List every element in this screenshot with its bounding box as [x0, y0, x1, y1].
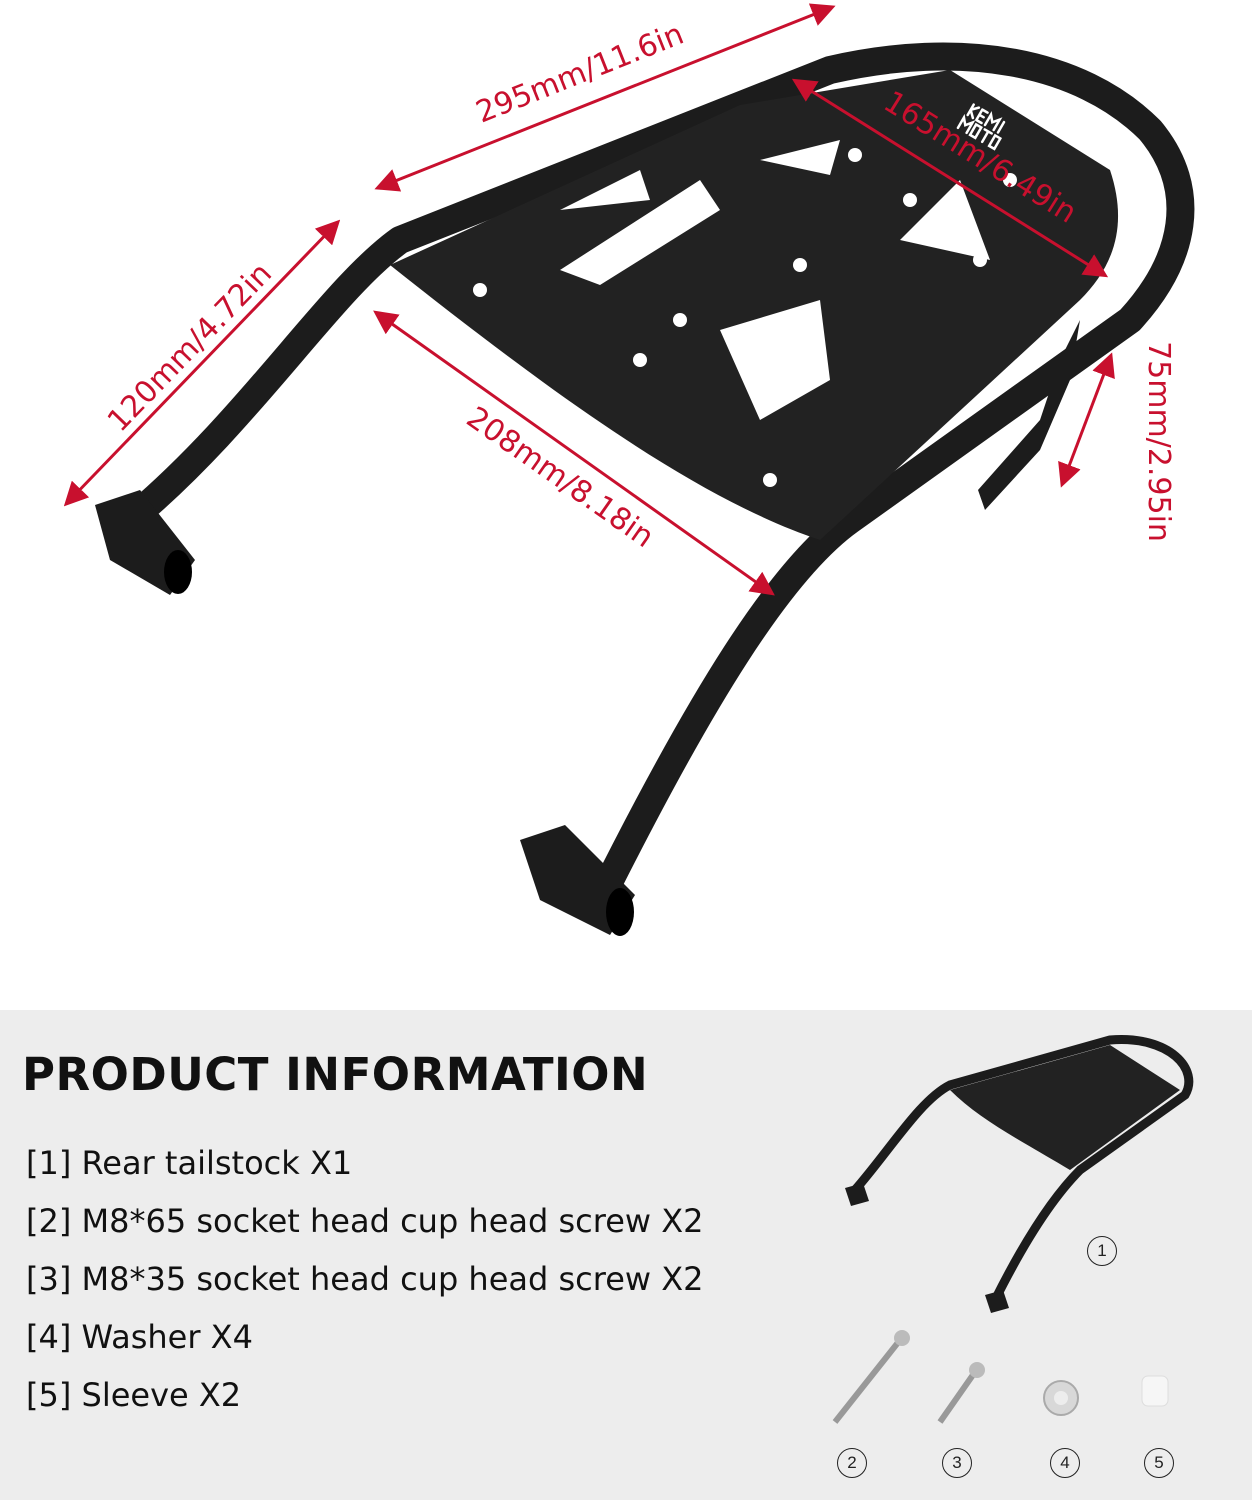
list-item: [3] M8*35 socket head cup head screw X2 — [26, 1260, 704, 1298]
product-information-panel: PRODUCT INFORMATION [1] Rear tailstock X… — [0, 1010, 1252, 1500]
dimension-bracket-height-label: 75mm/2.95in — [1140, 341, 1176, 542]
foot-bushing-right — [520, 825, 635, 936]
parts-illustration — [832, 1035, 1194, 1424]
part-number-1: 1 — [1087, 1236, 1117, 1266]
part-number-4: 4 — [1050, 1448, 1080, 1478]
washer-icon — [1043, 1380, 1079, 1416]
foot-bushing-left — [95, 490, 195, 595]
list-item: [5] Sleeve X2 — [26, 1376, 242, 1414]
list-item: [1] Rear tailstock X1 — [26, 1144, 353, 1182]
part-number-3: 3 — [942, 1448, 972, 1478]
list-item: [2] M8*65 socket head cup head screw X2 — [26, 1202, 704, 1240]
rack-thumbnail — [845, 1035, 1194, 1313]
part-number-2: 2 — [837, 1448, 867, 1478]
dimension-arrows — [63, 3, 1115, 596]
part-number-5: 5 — [1144, 1448, 1174, 1478]
screw-long-icon — [832, 1330, 910, 1424]
rack-product-photo — [63, 3, 1195, 936]
sleeve-icon — [1141, 1375, 1169, 1407]
mount-bracket — [978, 320, 1080, 510]
product-information-title: PRODUCT INFORMATION — [22, 1048, 649, 1101]
screw-short-icon — [937, 1362, 985, 1424]
list-item: [4] Washer X4 — [26, 1318, 253, 1356]
